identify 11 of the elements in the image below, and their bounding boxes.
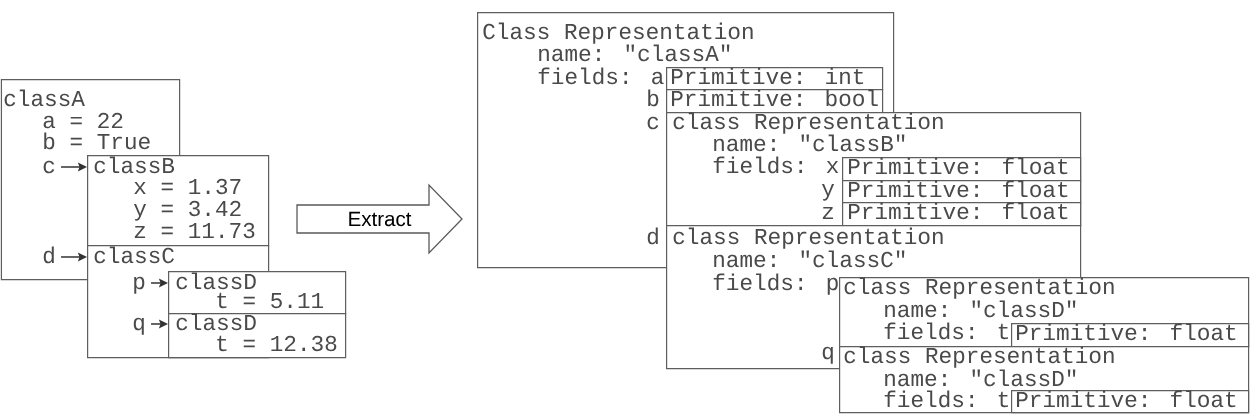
field-label: q [133, 317, 144, 335]
field-label: c [43, 160, 55, 174]
field-label: d [43, 246, 54, 264]
type-box: Primitive: bool [666, 89, 884, 114]
type-box: Primitive: float [1011, 323, 1250, 348]
type-box: Primitive: float [842, 157, 1082, 182]
type-box: Primitive: int [666, 67, 884, 91]
object-box: classD t = 12.38 [168, 313, 347, 359]
type-box: Primitive: float [842, 180, 1082, 204]
type-box: Primitive: float [842, 202, 1082, 227]
type-box: Primitive: float [1011, 390, 1250, 414]
